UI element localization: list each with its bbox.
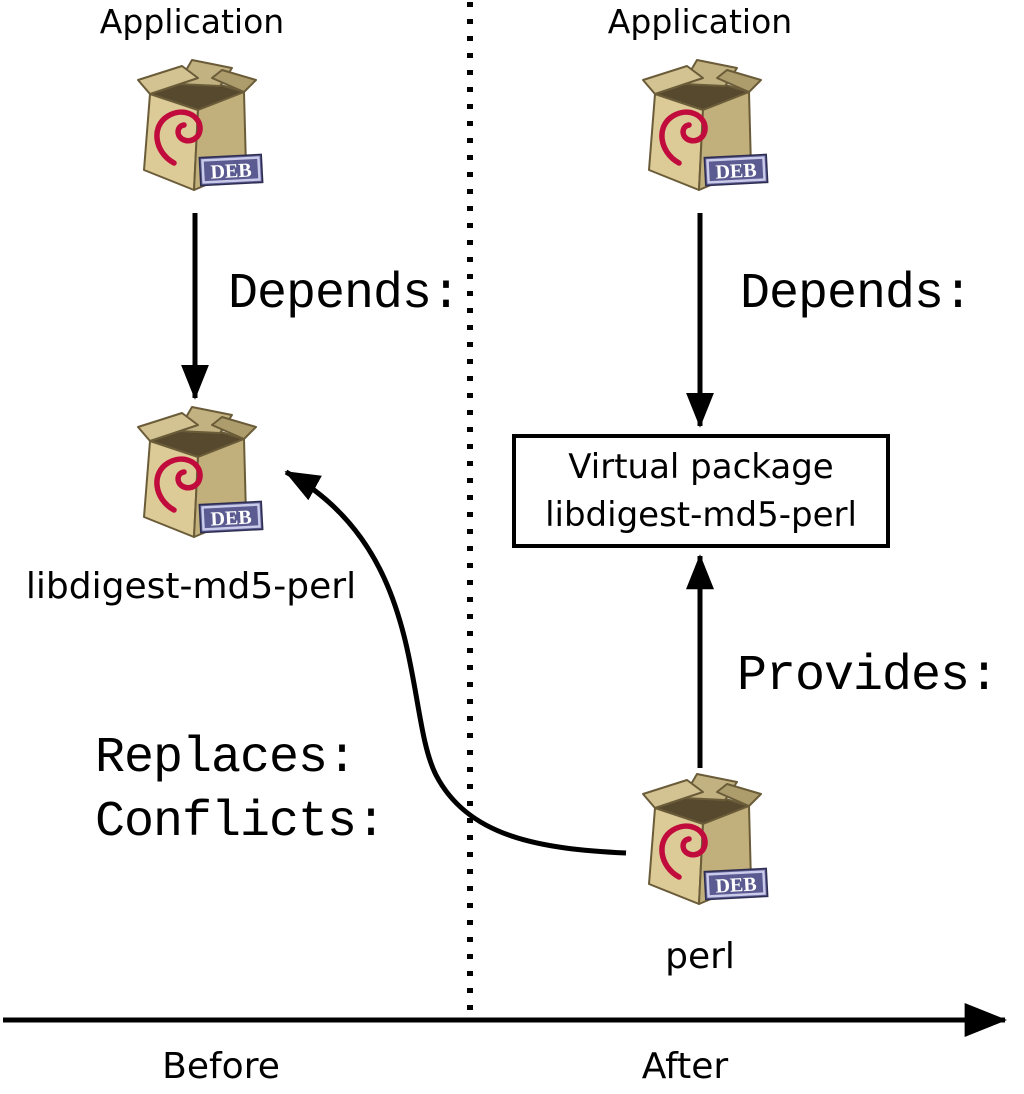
application-label-after: Application [607, 2, 793, 41]
application-label-before: Application [99, 2, 285, 41]
replaces-conflicts-arrow [284, 469, 627, 856]
virtual-package-box-line2: libdigest-md5-perl [545, 495, 857, 535]
before-timeline-label: Before [162, 1046, 280, 1087]
deb-package-icon-perl [625, 770, 775, 915]
replaces-label: Replaces: [95, 730, 357, 787]
deb-package-icon-application-after [625, 56, 775, 201]
depends-label-before: Depends: [228, 266, 461, 323]
virtual-package-box-line1: Virtual package [568, 446, 834, 487]
conflicts-label: Conflicts: [95, 794, 386, 851]
depends-label-after: Depends: [740, 266, 973, 323]
libdigest-md5-perl-label: libdigest-md5-perl [25, 566, 357, 607]
deb-package-icon-libdigest-md5-perl [120, 403, 270, 548]
after-timeline-label: After [641, 1046, 729, 1087]
deb-package-icon-application-before [120, 56, 270, 201]
provides-label: Provides: [737, 648, 999, 705]
perl-label: perl [665, 936, 735, 977]
virtual-package-box: Virtual package libdigest-md5-perl [512, 434, 890, 548]
